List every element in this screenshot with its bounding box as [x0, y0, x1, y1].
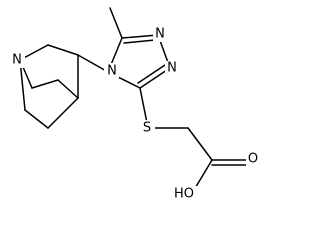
thioether-sulfur-label: S [143, 121, 151, 136]
quinuclidine-nitrogen-label: N [12, 53, 22, 68]
atom-labels: N N N N S O HO [10, 27, 261, 202]
triazole-bonds [107, 34, 171, 89]
triazole-n2-label: N [167, 61, 177, 76]
bond-ch2-cooh [187, 127, 213, 161]
quinuclidine-bonds [19, 44, 79, 129]
carbonyl-oxygen-label: O [248, 152, 258, 167]
methyl-bond [109, 7, 123, 39]
bond-c5-c6 [24, 109, 49, 129]
bond-c5-n1-double-a [121, 34, 159, 39]
hydroxyl-label: HO [174, 187, 194, 202]
triazole-n4-label: N [107, 64, 117, 79]
bond-c7-c8 [31, 79, 59, 89]
molecule-structure: N N N N S O HO [10, 7, 261, 202]
bond-n2-c3-double-b [137, 64, 166, 84]
bond-c3-n4 [77, 54, 109, 73]
bond-c5-n1-double-b [123, 39, 156, 44]
bond-c6-n1 [19, 59, 26, 111]
bond-c4-c5 [47, 97, 79, 129]
side-chain-bonds [139, 87, 249, 191]
triazole-n1-label: N [155, 27, 165, 42]
bond-c4-c7 [57, 79, 79, 99]
bond-c2-c3 [47, 44, 79, 56]
bond-c-oh [193, 159, 213, 191]
